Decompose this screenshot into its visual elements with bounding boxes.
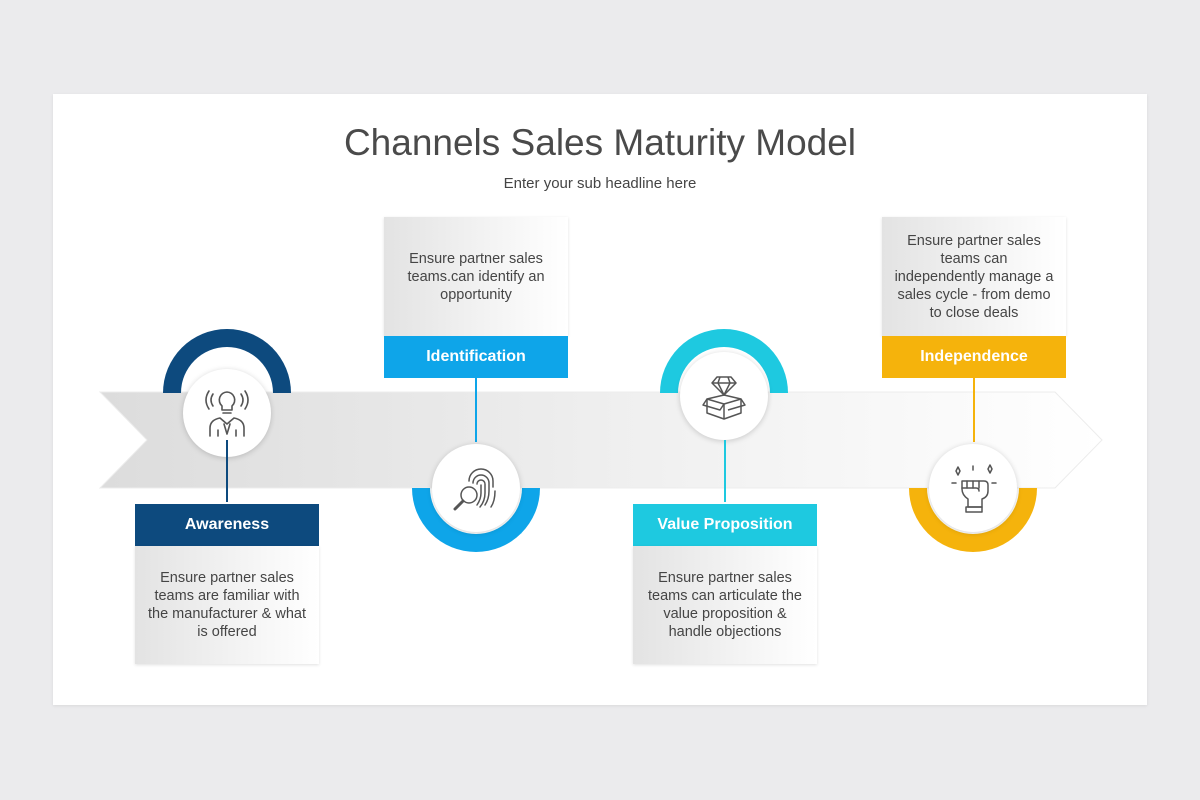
awareness-label: Awareness: [135, 504, 319, 546]
value-proposition-description: Ensure partner sales teams can articulat…: [633, 546, 817, 664]
independence-description: Ensure partner sales teams can independe…: [882, 217, 1066, 336]
identification-description: Ensure partner sales teams.can identify …: [384, 217, 568, 336]
value-proposition-circle: [680, 352, 768, 440]
page-subtitle: Enter your sub headline here: [503, 175, 697, 192]
independence-circle: [929, 444, 1017, 532]
identification-connector: [475, 378, 477, 442]
page-title: Channels Sales Maturity Model: [343, 122, 857, 163]
independence-label: Independence: [882, 336, 1066, 378]
diamond-box-icon: [702, 376, 746, 420]
value-proposition-connector: [724, 440, 726, 502]
identification-label: Identification: [384, 336, 568, 378]
identification-circle: [432, 444, 520, 532]
raised-fist-icon: [951, 464, 997, 513]
lightbulb-person-icon: [205, 390, 249, 437]
awareness-description: Ensure partner sales teams are familiar …: [135, 546, 319, 664]
awareness-connector: [226, 440, 228, 502]
fingerprint-magnifier-icon: [453, 468, 496, 511]
independence-connector: [973, 378, 975, 442]
value-proposition-label: Value Proposition: [633, 504, 817, 546]
